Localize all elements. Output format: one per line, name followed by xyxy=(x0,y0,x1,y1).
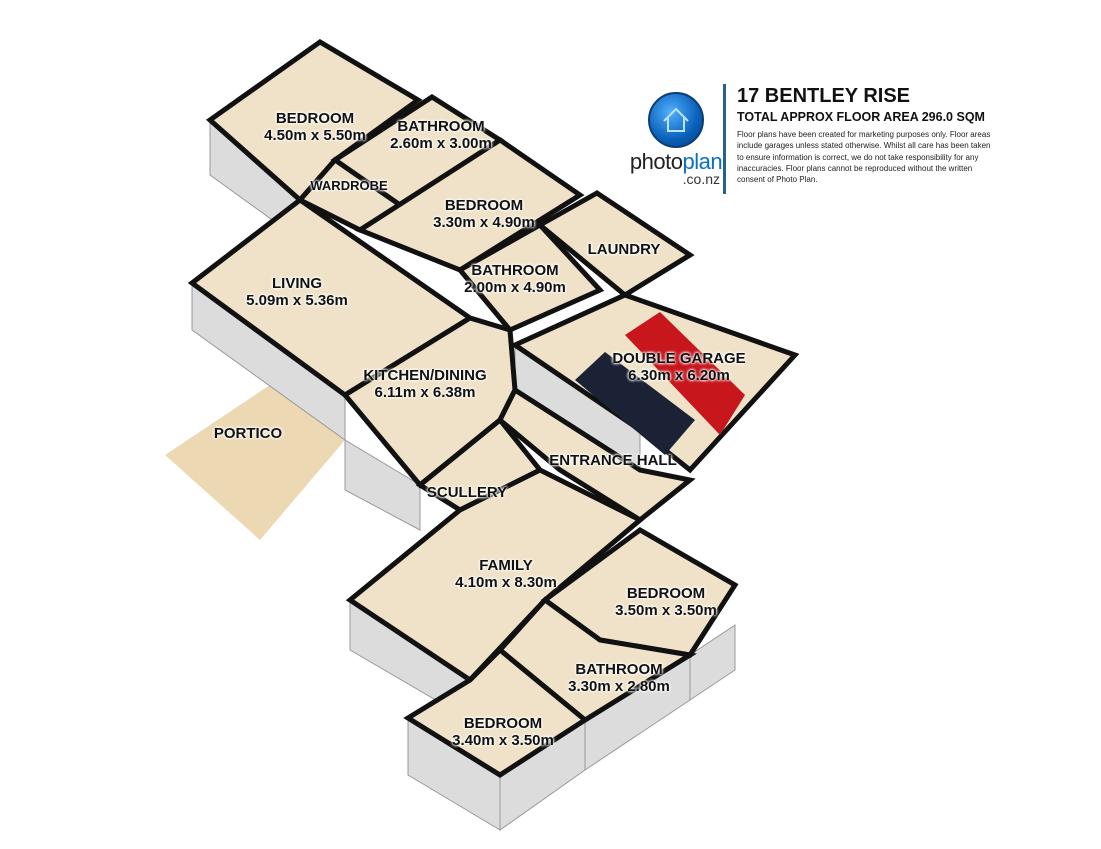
total-area: TOTAL APPROX FLOOR AREA 296.0 SQM xyxy=(737,110,985,124)
laundry-floor xyxy=(535,190,695,299)
house-icon xyxy=(648,92,704,148)
brand-name: photoplan xyxy=(626,149,726,174)
room-size: 3.30m x 2.80m xyxy=(568,678,670,695)
room-label: LAUNDRY xyxy=(588,241,661,258)
bedroom-4-floor xyxy=(403,646,590,778)
room-size: 5.09m x 5.36m xyxy=(246,292,348,309)
wall-side xyxy=(689,624,736,701)
room-name: BEDROOM xyxy=(275,110,355,127)
room-size: 4.10m x 8.30m xyxy=(455,574,557,591)
room-label: PORTICO xyxy=(214,425,282,442)
room-name: BATHROOM xyxy=(471,262,559,279)
bedroom-2-floor xyxy=(354,136,585,273)
room-name: LAUNDRY xyxy=(587,241,661,258)
room-label: WARDROBE xyxy=(310,177,387,194)
room-name: ENTRANCE HALL xyxy=(549,452,677,469)
bathroom-2-floor xyxy=(456,221,605,334)
room-name: PORTICO xyxy=(213,425,283,442)
room-name: FAMILY xyxy=(479,557,533,574)
room-name: KITCHEN/DINING xyxy=(363,367,487,384)
room-name: BEDROOM xyxy=(626,585,706,602)
navy-car xyxy=(575,352,695,455)
header: photoplan .co.nz 17 BENTLEY RISE TOTAL A… xyxy=(626,84,996,194)
disclaimer: Floor plans have been created for market… xyxy=(737,130,991,185)
room-size: 4.50m x 5.50m xyxy=(264,127,366,144)
wall-side xyxy=(344,439,421,531)
brand-domain: .co.nz xyxy=(682,171,720,187)
room-name: LIVING xyxy=(271,275,322,292)
room-size: 6.30m x 6.20m xyxy=(628,367,730,384)
room-size: 2.60m x 3.00m xyxy=(390,135,492,152)
room-size: 3.50m x 3.50m xyxy=(615,602,717,619)
room-name: BATHROOM xyxy=(397,118,485,135)
photoplan-logo: photoplan .co.nz xyxy=(626,92,726,186)
entrance-hall-floor xyxy=(496,386,696,524)
brand-part: photo xyxy=(629,149,683,174)
property-title: 17 BENTLEY RISE xyxy=(737,85,911,107)
red-car xyxy=(625,312,745,435)
room-name: BATHROOM xyxy=(575,661,663,678)
room-size: 3.40m x 3.50m xyxy=(452,732,554,749)
room-name: DOUBLE GARAGE xyxy=(612,350,746,367)
room-name: BEDROOM xyxy=(444,197,524,214)
room-name: BEDROOM xyxy=(463,715,543,732)
portico-floor xyxy=(165,385,345,540)
divider xyxy=(723,84,726,194)
room-name: WARDROBE xyxy=(310,178,388,193)
room-label: SCULLERY xyxy=(427,484,507,501)
brand-part: plan xyxy=(682,149,723,174)
room-name: SCULLERY xyxy=(426,484,508,501)
room-size: 3.30m x 4.90m xyxy=(433,214,535,231)
cars xyxy=(575,312,745,455)
bedroom-1-floor xyxy=(205,39,423,204)
room-label: ENTRANCE HALL xyxy=(549,452,677,469)
room-size: 2.00m x 4.90m xyxy=(464,279,566,296)
room-size: 6.11m x 6.38m xyxy=(374,384,476,401)
